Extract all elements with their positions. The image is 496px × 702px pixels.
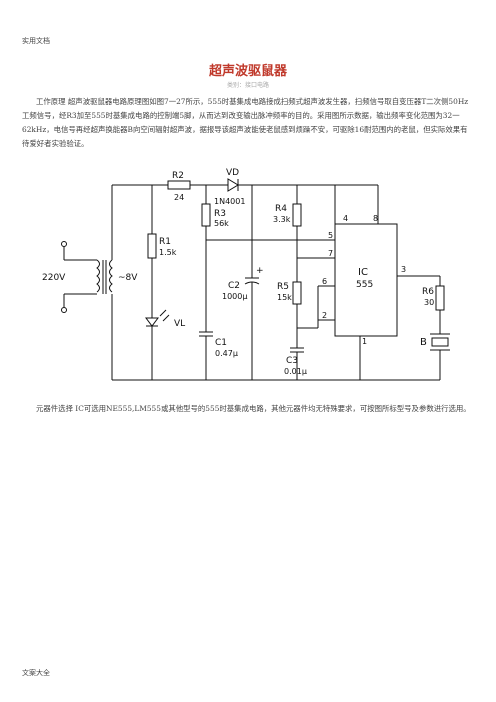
c3-name: C3 (286, 356, 298, 366)
pin-6: 6 (322, 277, 327, 286)
c2-polarity: + (256, 266, 264, 276)
page-header: 实用文档 (22, 37, 50, 45)
pin-4: 4 (343, 214, 348, 223)
c2-name: C2 (228, 281, 240, 291)
circuit-diagram: 220V ~8V R2 24 VD 1N4001 R3 56k R1 1.5k … (42, 168, 450, 381)
transducer-name: B (420, 337, 427, 348)
pin-2: 2 (322, 311, 327, 320)
r3-value: 56k (214, 219, 229, 228)
source-voltage-label: 220V (42, 273, 66, 283)
ic-name: IC (358, 267, 368, 278)
r2-value: 24 (174, 193, 184, 202)
c1-name: C1 (215, 338, 227, 348)
r5-value: 15k (277, 293, 292, 302)
pin-8: 8 (373, 214, 378, 223)
c1-value: 0.47μ (215, 349, 238, 358)
page-footer: 文案大全 (22, 669, 50, 677)
r3-name: R3 (214, 209, 226, 219)
pin-3: 3 (401, 265, 406, 274)
r2-name: R2 (172, 171, 184, 181)
ic-model: 555 (356, 280, 373, 290)
r6-value: 30 (424, 298, 434, 307)
vd-model: 1N4001 (214, 197, 245, 206)
secondary-voltage-label: ~8V (118, 273, 138, 283)
r6-name: R6 (422, 287, 434, 297)
component-selection-paragraph: 元器件选择 IC可选用NE555,LM555或其他型号的555时基集成电路，其他… (36, 404, 471, 413)
r4-name: R4 (275, 204, 287, 214)
r1-value: 1.5k (159, 248, 177, 257)
r1-name: R1 (159, 237, 171, 247)
r4-value: 3.3k (273, 215, 291, 224)
vd-name: VD (226, 168, 239, 178)
c2-value: 1000μ (222, 292, 247, 301)
pin-5: 5 (328, 231, 333, 240)
r5-name: R5 (277, 282, 289, 292)
pin-7: 7 (328, 249, 333, 258)
vl-name: VL (174, 319, 185, 329)
article-category: 类别：接口电路 (226, 82, 269, 89)
pin-1: 1 (362, 337, 367, 346)
article-title: 超声波驱鼠器 (208, 64, 287, 79)
working-principle-paragraph: 工作原理 超声波驱鼠器电路原理图如图7一27所示，555时基集成电路接成扫频式超… (22, 97, 469, 148)
c3-value: 0.01μ (284, 367, 307, 376)
